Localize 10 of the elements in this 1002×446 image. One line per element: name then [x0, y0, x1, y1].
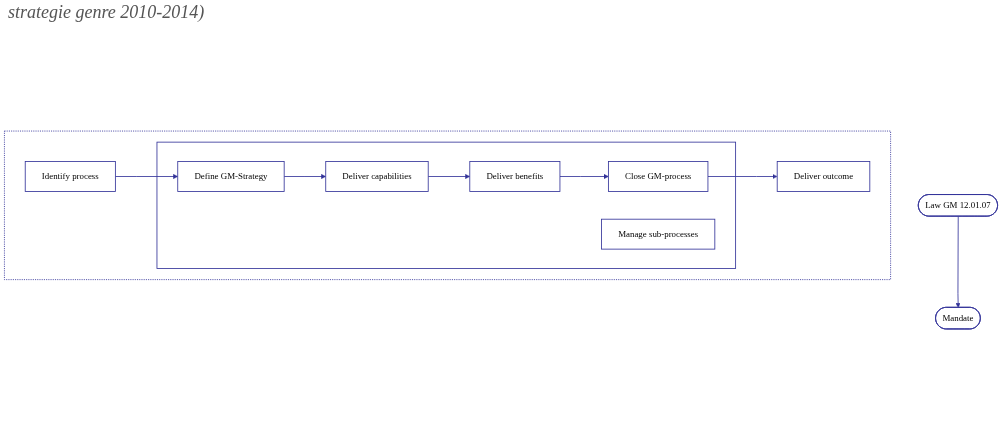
node-box: Manage sub-processes — [601, 218, 716, 250]
node-box: Deliver benefits — [469, 161, 561, 192]
node-box: Deliver capabilities — [325, 161, 429, 192]
node-box: Close GM-process — [608, 161, 709, 192]
node-box: Deliver outcome — [776, 161, 871, 192]
cluster — [156, 141, 737, 269]
caption-text: strategie genre 2010-2014) — [8, 2, 205, 23]
node-box: Identify process — [24, 161, 116, 192]
cluster — [4, 130, 891, 281]
node-box: Define GM-Strategy — [177, 161, 285, 192]
